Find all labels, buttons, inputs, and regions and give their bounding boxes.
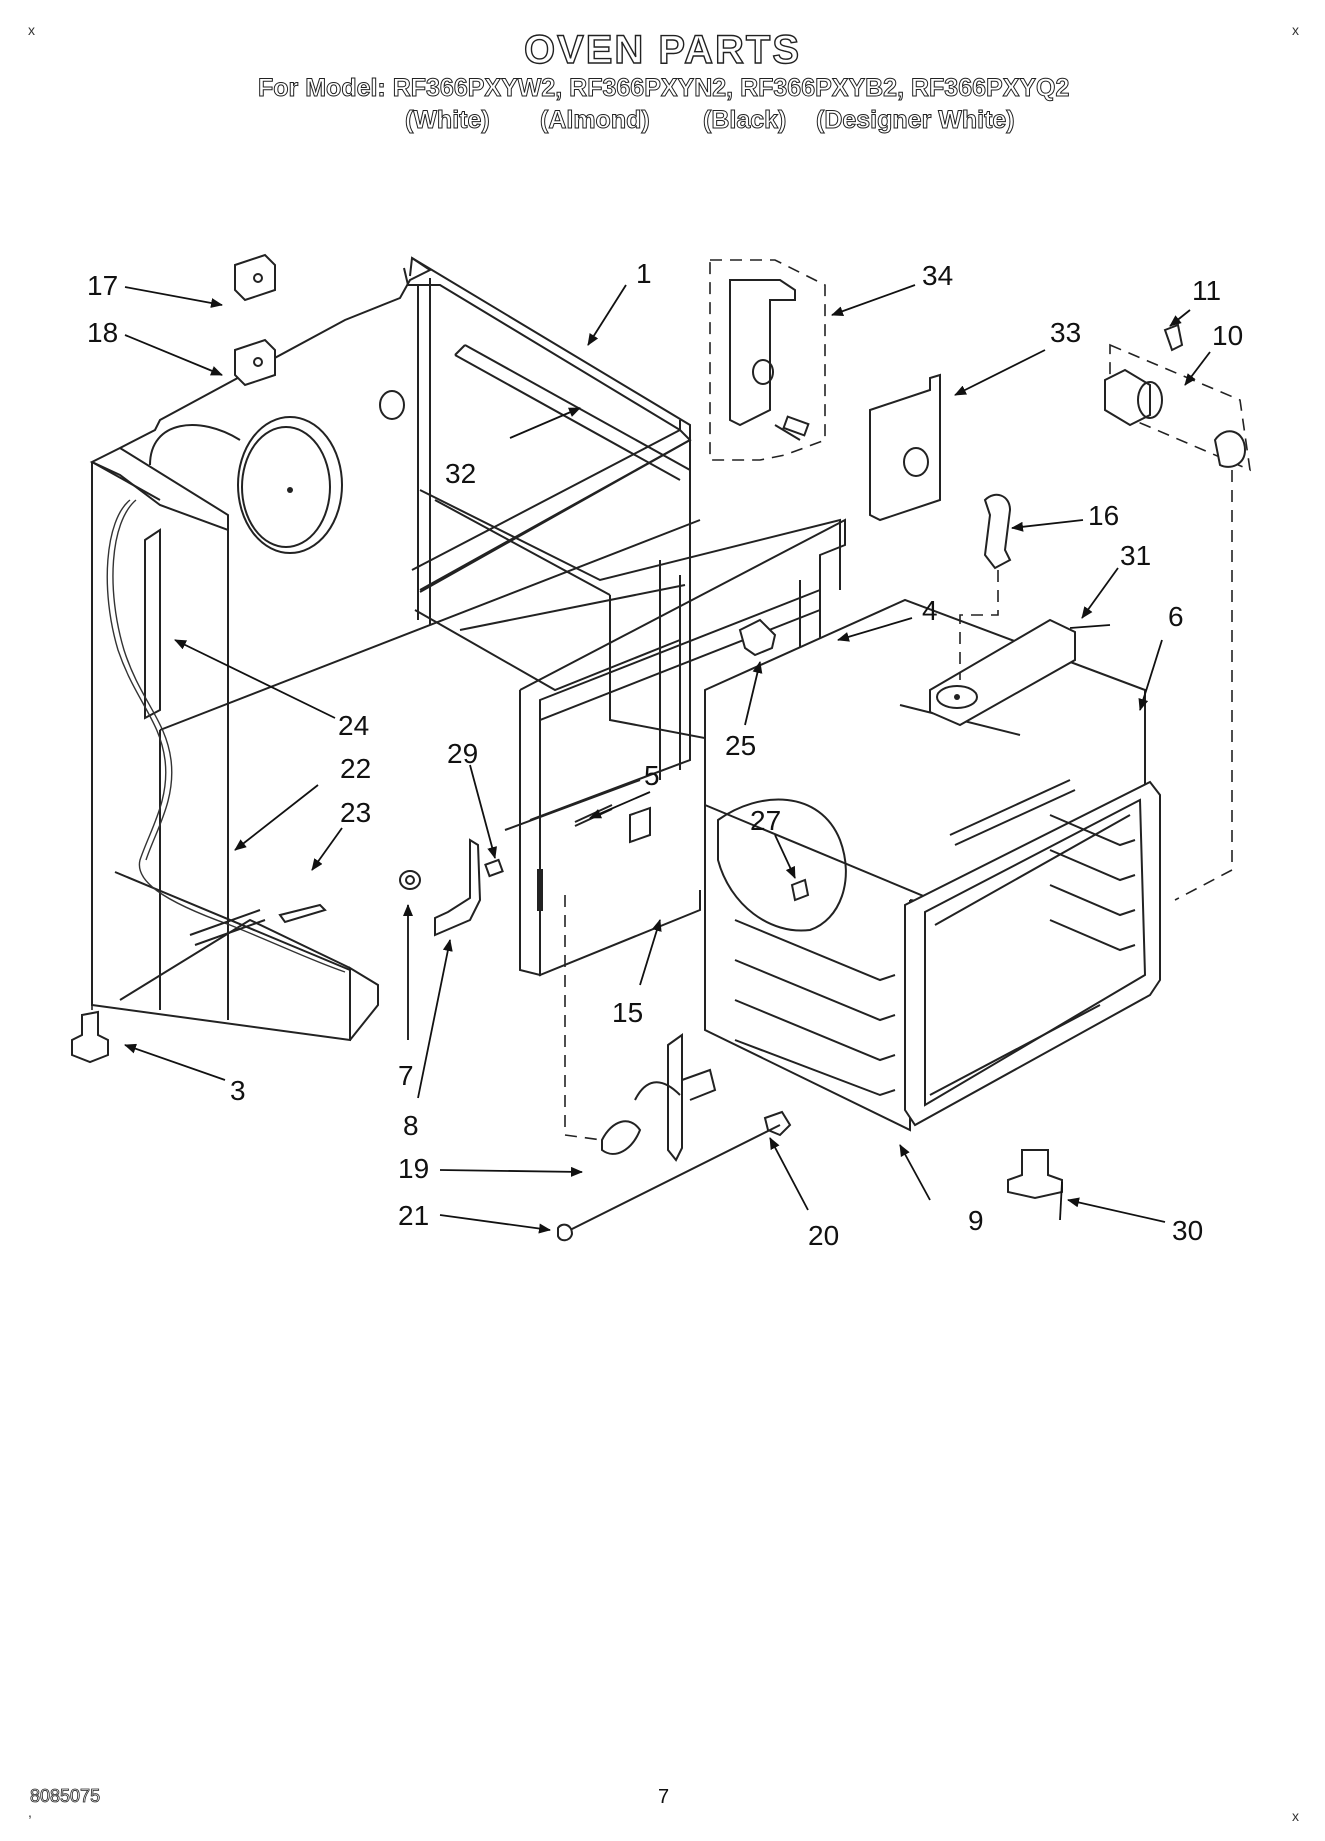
burner-bracket bbox=[709, 259, 941, 522]
model-list: For Model: RF366PXYW2, RF366PXYN2, RF366… bbox=[257, 74, 1070, 103]
oven-chassis bbox=[89, 256, 841, 1042]
page-title: OVEN PARTS bbox=[523, 27, 802, 72]
color-almond: (Almond) bbox=[540, 106, 651, 135]
label-part-8: 8 bbox=[403, 1110, 419, 1141]
label-part-25: 25 bbox=[725, 730, 756, 761]
label-part-16: 16 bbox=[1088, 500, 1119, 531]
label-part-19: 19 bbox=[398, 1153, 429, 1184]
corner-mark-bottom-right: x bbox=[1292, 1808, 1299, 1824]
corner-mark-top-right: x bbox=[1292, 22, 1299, 38]
corner-mark-bottom-left: , bbox=[28, 1804, 32, 1820]
label-part-22: 22 bbox=[340, 753, 371, 784]
igniter-bracket bbox=[929, 493, 1076, 727]
small-parts bbox=[71, 253, 1063, 1242]
label-part-29: 29 bbox=[447, 738, 478, 769]
label-part-5: 5 bbox=[644, 760, 660, 791]
label-part-6: 6 bbox=[1168, 601, 1184, 632]
label-part-11: 11 bbox=[1192, 275, 1221, 306]
label-part-32: 32 bbox=[445, 458, 476, 489]
color-black: (Black) bbox=[702, 106, 787, 135]
label-part-34: 34 bbox=[922, 260, 953, 291]
label-part-3: 3 bbox=[230, 1075, 246, 1106]
oven-cavity bbox=[704, 598, 1161, 1132]
label-part-9: 9 bbox=[968, 1205, 984, 1236]
corner-mark-top-left: x bbox=[28, 22, 35, 38]
label-part-18: 18 bbox=[87, 317, 118, 348]
label-part-17: 17 bbox=[87, 270, 118, 301]
label-part-21: 21 bbox=[398, 1200, 429, 1231]
label-part-15: 15 bbox=[612, 997, 643, 1028]
part-labels: 1 3 4 5 6 7 8 9 10 11 15 16 17 18 19 20 … bbox=[87, 258, 1243, 1251]
label-part-10: 10 bbox=[1212, 320, 1243, 351]
label-part-4: 4 bbox=[922, 595, 938, 626]
document-number: 8085075 bbox=[30, 1786, 101, 1807]
label-part-31: 31 bbox=[1120, 540, 1151, 571]
color-white: (White) bbox=[405, 106, 491, 135]
valve-group bbox=[1104, 323, 1251, 901]
label-part-30: 30 bbox=[1172, 1215, 1203, 1246]
label-part-1: 1 bbox=[636, 258, 652, 289]
label-part-24: 24 bbox=[338, 710, 369, 741]
label-part-27: 27 bbox=[750, 805, 781, 836]
label-part-20: 20 bbox=[808, 1220, 839, 1251]
color-designer-white: (Designer White) bbox=[816, 106, 1016, 135]
leader-lines bbox=[124, 284, 1211, 1234]
page-number: 7 bbox=[658, 1786, 670, 1808]
label-part-23: 23 bbox=[340, 797, 371, 828]
label-part-33: 33 bbox=[1050, 317, 1081, 348]
label-part-7: 7 bbox=[398, 1060, 414, 1091]
